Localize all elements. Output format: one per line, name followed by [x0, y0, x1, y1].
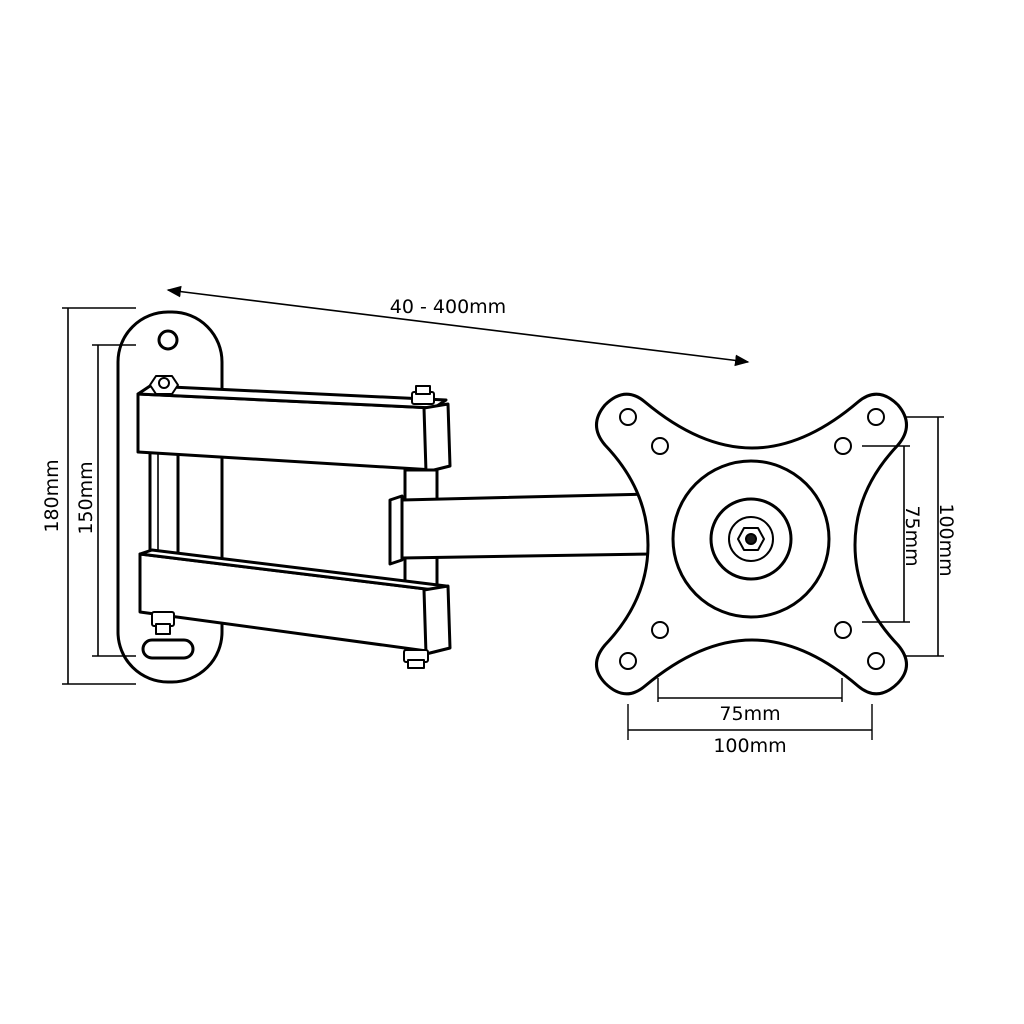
upper-arm-elbow-nut	[411, 385, 435, 405]
vesa-vertical-100-label: 100mm	[935, 503, 957, 576]
lower-arm-elbow-nut	[403, 649, 429, 669]
wall-plate-height-dimension: 180mm	[41, 307, 136, 685]
vesa-horizontal-75-label: 75mm	[719, 703, 780, 725]
extension-dimension: 40 - 400mm	[166, 285, 750, 367]
wall-pivot-column	[148, 446, 180, 560]
upper-arm	[136, 375, 452, 474]
vesa-hole-75-top-right	[834, 437, 852, 455]
vesa-hole-75-top-left	[651, 437, 669, 455]
lower-arm	[138, 548, 452, 669]
vesa-hole-75-bottom-right	[834, 621, 852, 639]
vesa-hole-100-top-right	[867, 408, 885, 426]
vesa-hole-75-bottom-left	[651, 621, 669, 639]
wall-plate-top-hole	[157, 329, 179, 351]
center-bolt-icon	[737, 527, 765, 551]
vesa-horizontal-100-label: 100mm	[713, 735, 786, 757]
vesa-hole-100-top-left	[619, 408, 637, 426]
vesa-hole-100-bottom-right	[867, 652, 885, 670]
vesa-plate	[595, 392, 908, 696]
wall-plate-bottom-slot	[141, 638, 195, 660]
vesa-horizontal-100-dimension: 100mm	[627, 704, 873, 757]
extension-label: 40 - 400mm	[390, 296, 506, 318]
wall-plate-height-label: 180mm	[41, 459, 63, 532]
vesa-vertical-75-dimension: 75mm	[862, 445, 923, 623]
lower-arm-wall-nut	[151, 611, 175, 635]
upper-arm-wall-nut	[149, 375, 179, 395]
wall-plate-hole-spacing-dimension: 150mm	[75, 344, 136, 657]
wall-plate-hole-spacing-label: 150mm	[75, 461, 97, 534]
vesa-vertical-75-label: 75mm	[901, 505, 923, 566]
front-arm	[388, 492, 652, 566]
vesa-hole-100-bottom-left	[619, 652, 637, 670]
vesa-vertical-100-dimension: 100mm	[904, 416, 957, 657]
vesa-horizontal-75-dimension: 75mm	[657, 678, 843, 725]
